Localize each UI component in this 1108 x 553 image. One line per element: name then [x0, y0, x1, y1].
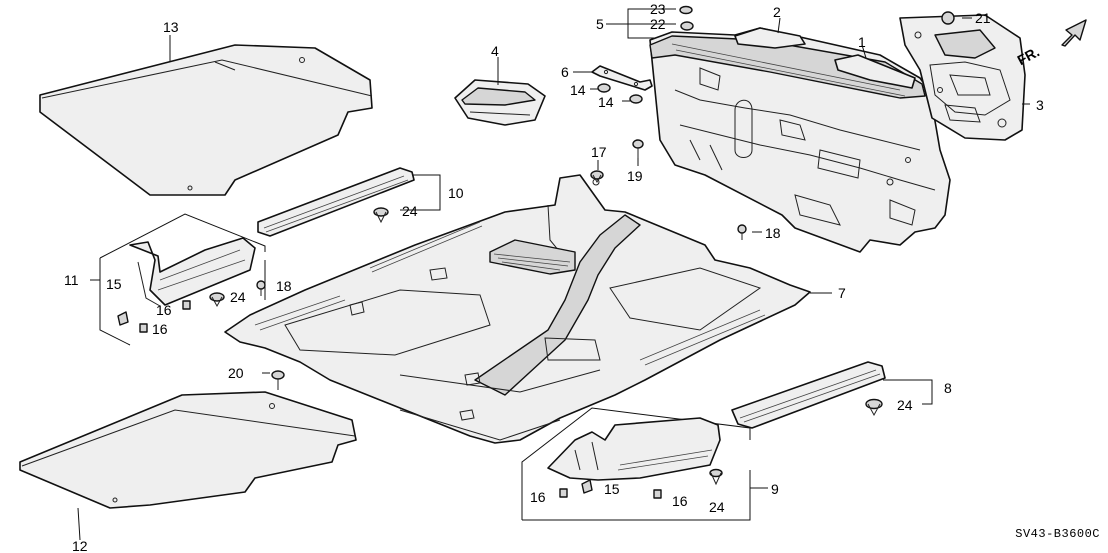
drawing-code: SV43-B3600C [1015, 527, 1100, 541]
callout-16-b: 16 [152, 321, 168, 337]
callout-23: 23 [650, 1, 666, 17]
callout-19: 19 [627, 168, 643, 184]
callout-9: 9 [771, 481, 779, 497]
callout-16-c: 16 [530, 489, 546, 505]
leader-lines [77, 8, 1030, 541]
fastener-clip-16-a[interactable] [182, 300, 191, 310]
fastener-clip-16-d[interactable] [653, 489, 662, 499]
callout-8: 8 [944, 380, 952, 396]
callout-4: 4 [491, 43, 499, 59]
part-9-trim-group[interactable] [521, 407, 751, 521]
fastener-grommet-14-b[interactable] [629, 94, 643, 104]
callout-24-c: 24 [897, 397, 913, 413]
callout-18-a: 18 [765, 225, 781, 241]
callout-13: 13 [163, 19, 179, 35]
callout-24-d: 24 [709, 499, 725, 515]
callout-17: 17 [591, 144, 607, 160]
part-8-sill-strip[interactable] [731, 361, 886, 429]
fastener-clip-18-b[interactable] [256, 280, 266, 296]
callout-15-a: 15 [106, 276, 122, 292]
callout-24-a: 24 [402, 203, 418, 219]
fastener-clip-18-a[interactable] [737, 224, 747, 240]
callout-24-b: 24 [230, 289, 246, 305]
fastener-clip-19[interactable] [632, 139, 644, 158]
fastener-clip-24-a[interactable] [373, 207, 389, 224]
arrow-up-right-icon [1061, 19, 1087, 47]
fastener-clip-15-a[interactable] [117, 311, 129, 326]
callout-15-b: 15 [604, 481, 620, 497]
fastener-cap-23[interactable] [679, 5, 693, 15]
callout-6: 6 [561, 64, 569, 80]
callout-5: 5 [596, 16, 604, 32]
callout-18-b: 18 [276, 278, 292, 294]
fastener-clip-17[interactable] [590, 170, 604, 184]
callout-10: 10 [448, 185, 464, 201]
part-1-bulkhead-insulator[interactable] [649, 27, 951, 253]
fastener-clip-24-c[interactable] [865, 398, 883, 417]
fastener-clip-24-d[interactable] [709, 468, 723, 486]
fastener-clip-22[interactable] [680, 21, 694, 31]
part-11-trim-group[interactable] [99, 213, 266, 346]
callout-22: 22 [650, 16, 666, 32]
callout-20: 20 [228, 365, 244, 381]
fastener-grommet-14-a[interactable] [597, 83, 611, 93]
part-6-bracket[interactable] [591, 65, 653, 91]
callout-14-b: 14 [598, 94, 614, 110]
part-7-floor-carpet[interactable] [224, 174, 811, 444]
callout-3: 3 [1036, 97, 1044, 113]
callout-1: 1 [858, 34, 866, 50]
fastener-nut-21[interactable] [941, 11, 955, 25]
fastener-clip-24-b[interactable] [209, 292, 225, 308]
callout-21: 21 [975, 10, 991, 26]
part-12-mat[interactable] [19, 391, 357, 509]
callout-11: 11 [64, 272, 79, 288]
fastener-bolt-20[interactable] [271, 370, 285, 390]
fastener-clip-16-c[interactable] [559, 488, 568, 498]
callout-2: 2 [773, 4, 781, 20]
callout-12: 12 [72, 538, 88, 553]
part-13-mat[interactable] [39, 44, 373, 196]
part-10-sill-strip[interactable] [257, 167, 415, 237]
part-3-panel[interactable] [899, 14, 1026, 141]
callout-16-a: 16 [156, 302, 172, 318]
front-direction-indicator: FR. [1015, 19, 1087, 68]
callout-7: 7 [838, 285, 846, 301]
callout-16-d: 16 [672, 493, 688, 509]
fastener-clip-15-b[interactable] [581, 479, 593, 494]
part-4-tray[interactable] [454, 79, 546, 126]
callout-14-a: 14 [570, 82, 586, 98]
fastener-clip-16-b[interactable] [139, 323, 148, 333]
callout-labels: 13 4 2 1 3 21 23 22 5 6 14 14 17 19 10 2… [64, 1, 1044, 553]
